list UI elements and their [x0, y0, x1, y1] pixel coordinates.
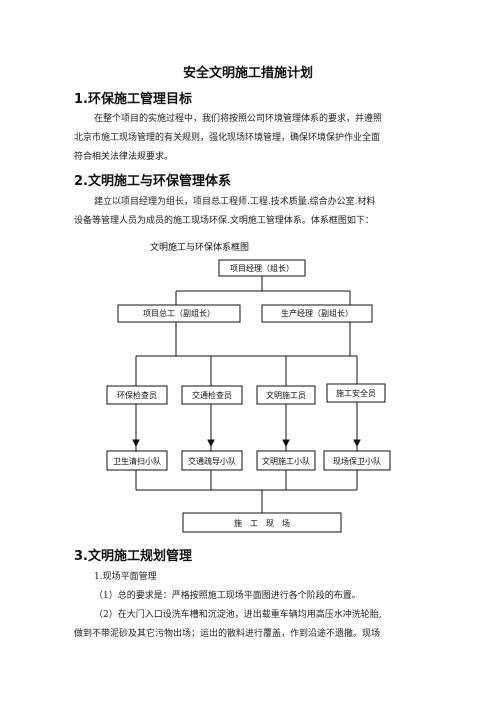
node-officer: 环保检查员 — [117, 390, 157, 400]
paragraph-line: 1.现场平面管理 — [94, 572, 157, 582]
node-officer: 交通检查员 — [192, 390, 232, 400]
node-officer: 施工安全员 — [336, 388, 376, 398]
node-deputy: 生产经理（副组长） — [281, 308, 353, 318]
paragraph-line: 北京市施工现场管理的有关规则，强化现场环境管理，确保环境保护作业全面 — [74, 133, 381, 143]
section-heading-3: 3.文明施工规划管理 — [74, 549, 192, 564]
paragraph-line: （1）总的要求是：严格按照施工现场平面图进行各个阶段的布置。 — [94, 591, 361, 601]
paragraph-line: 建立以项目经理为组长，项目总工程师.工程.技术质量.综合办公室.材料 — [94, 197, 376, 207]
section-heading-2: 2.文明施工与环保管理体系 — [74, 174, 231, 189]
node-leader: 项目经理（组长） — [230, 263, 294, 273]
node-team: 文明施工小队 — [262, 456, 310, 466]
node-site: 施 工 现 场 — [234, 518, 290, 528]
paragraph-line: 符合相关法律法规要求。 — [74, 152, 174, 162]
paragraph-line: （2）在大门入口设洗车槽和沉淀池，进出载重车辆均用高压水冲洗轮胎, — [94, 610, 382, 620]
page-title: 安全文明施工措施计划 — [182, 66, 313, 81]
node-team: 现场保卫小队 — [333, 456, 381, 466]
paragraph-line: 设备等管理人员为成员的施工现场环保.文明施工管理体系。体系框图如下： — [74, 216, 374, 226]
paragraph-line: 在整个项目的实施过程中，我们将按照公司环境管理体系的要求，并遵照 — [94, 114, 383, 124]
paragraph-line: 做到不带泥砂及其它污物出场；运出的散料进行覆盖，作到沿途不遗撒。现场 — [74, 629, 381, 639]
section-heading-1: 1.环保施工管理目标 — [74, 92, 192, 107]
node-officer: 文明施工员 — [266, 390, 306, 400]
node-team: 交通疏导小队 — [188, 456, 236, 466]
node-team: 卫生清扫小队 — [113, 456, 161, 466]
node-deputy: 项目总工（副组长） — [143, 308, 215, 318]
chart-caption: 文明施工与环保体系框图 — [150, 241, 249, 253]
